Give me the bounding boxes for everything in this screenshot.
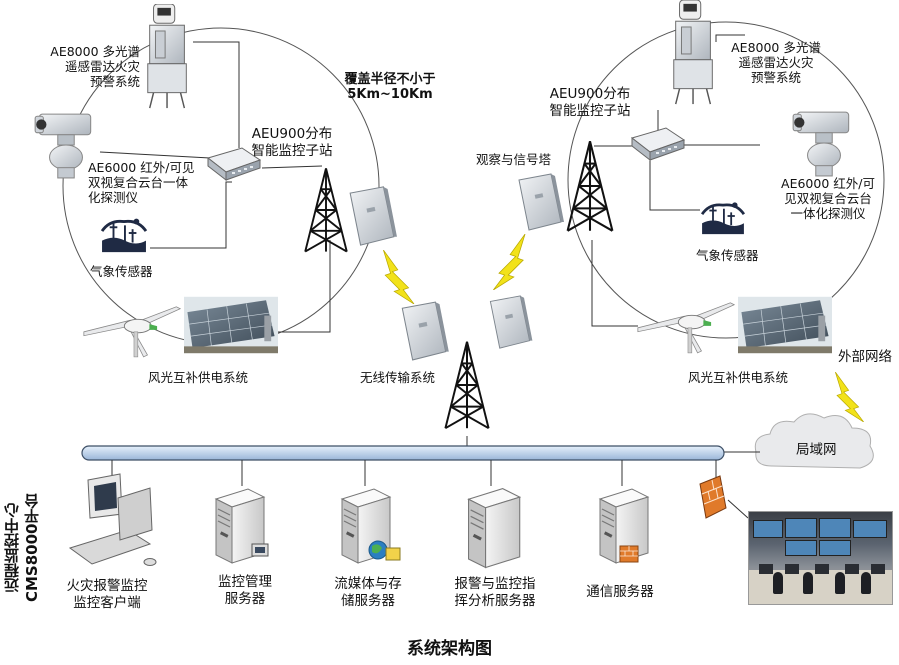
communication-firewall-icon <box>619 545 639 563</box>
wireless-lightning-right-icon <box>492 234 526 290</box>
wireless-antenna-right-icon <box>489 295 533 349</box>
right-weather-sensor-icon <box>700 196 746 236</box>
right-aeu900-hub-icon <box>631 127 685 161</box>
alarm-analysis-server-icon <box>467 487 521 569</box>
right-site-links <box>591 34 760 327</box>
right-antenna-icon <box>518 173 565 231</box>
left-ae6000-label: AE6000 红外/可见双视复合云台一体化探测仪 <box>88 160 195 205</box>
left-site-links <box>99 41 331 333</box>
lan-cloud-icon <box>754 413 874 469</box>
platform-vertical-label: 远程监控中心CMS8000平台 <box>3 493 41 603</box>
right-ae6000-label: AE6000 红外/可见双视复合云台一体化探测仪 <box>781 176 875 221</box>
left-power-label: 风光互补供电系统 <box>148 370 249 385</box>
right-coverage-circle <box>567 21 885 339</box>
wireless-lightning-left-icon <box>382 250 415 304</box>
left-ae6000-ptz-camera-icon <box>34 113 92 179</box>
left-antenna-icon <box>349 186 398 246</box>
left-signal-tower-icon <box>304 167 348 253</box>
right-power-label: 风光互补供电系统 <box>688 370 789 385</box>
server-label-management: 监控管理服务器 <box>218 574 272 607</box>
client-workstation-icon <box>68 473 157 566</box>
lan-label: 局域网 <box>796 442 837 458</box>
control-room-photo <box>748 511 893 605</box>
right-wind-turbine-icon <box>637 302 735 354</box>
left-weather-sensor-icon <box>100 212 148 254</box>
server-label-alarm-analysis: 报警与监控指挥分析服务器 <box>454 576 536 609</box>
server-label-client: 火灾报警监控监控客户端 <box>66 578 148 611</box>
right-solar-panel-icon <box>738 296 832 354</box>
left-ae8000-label: AE8000 多光谱遥感雷达火灾预警系统 <box>50 44 140 89</box>
right-weather-label: 气象传感器 <box>696 248 759 263</box>
external-lightning-icon <box>834 372 864 422</box>
streaming-globe-icon <box>368 540 401 561</box>
network-bus <box>81 445 725 461</box>
right-ae8000-label: AE8000 多光谱遥感雷达火灾预警系统 <box>731 40 821 85</box>
wireless-label: 无线传输系统 <box>360 370 436 385</box>
wireless-antenna-left-icon <box>401 301 450 361</box>
left-wind-turbine-icon <box>83 306 181 358</box>
firewall-icon <box>699 475 727 519</box>
right-tower-label: 观察与信号塔 <box>476 152 552 167</box>
right-ae6000-ptz-camera-icon <box>792 111 850 177</box>
diagram-title: 系统架构图 <box>407 639 492 659</box>
left-aeu900-label: AEU900分布智能监控子站 <box>251 126 333 159</box>
left-ae8000-radar-icon <box>146 4 188 109</box>
bus-drops <box>111 460 749 519</box>
server-label-streaming: 流媒体与存储服务器 <box>334 576 402 609</box>
management-desktop-icon <box>251 543 269 557</box>
external-network-label: 外部网络 <box>838 349 892 365</box>
left-weather-label: 气象传感器 <box>90 264 153 279</box>
right-ae8000-radar-icon <box>672 0 714 105</box>
left-solar-panel-icon <box>184 296 278 354</box>
right-signal-tower-icon <box>566 140 614 232</box>
right-aeu900-label: AEU900分布智能监控子站 <box>549 86 631 119</box>
server-label-communication: 通信服务器 <box>586 584 654 600</box>
central-tower-icon <box>444 340 490 430</box>
